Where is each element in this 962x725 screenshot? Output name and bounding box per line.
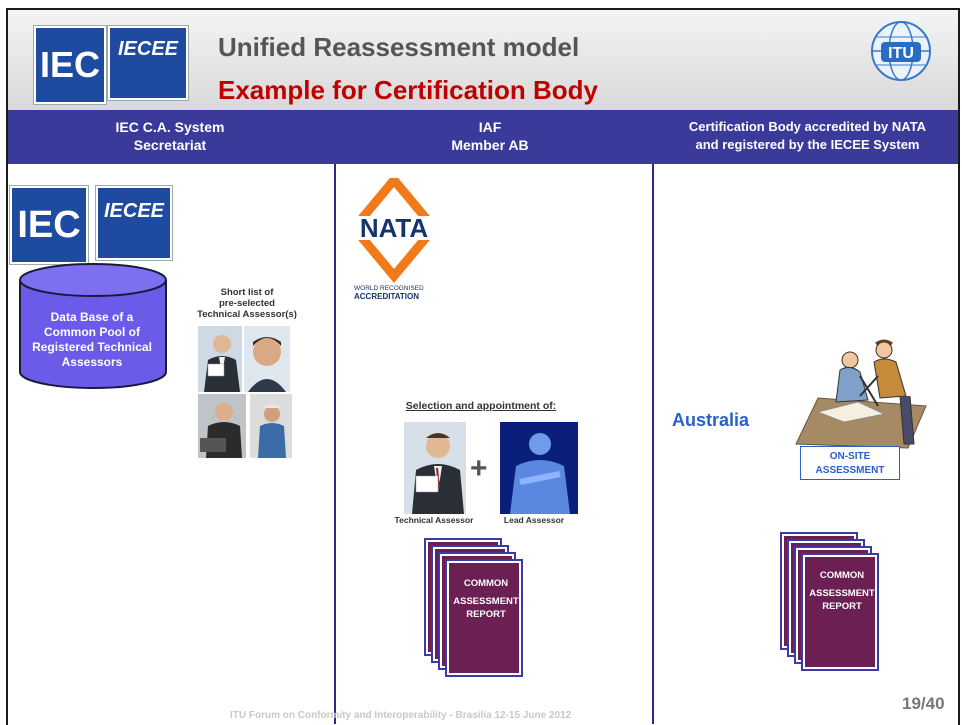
assessor-photo (198, 326, 242, 392)
iecee-logo: IECEE (96, 186, 172, 260)
report-label: COMMON ASSESSMENT REPORT (805, 569, 879, 613)
nata-logo: NATA WORLD RECOGNISED ACCREDITATION (352, 178, 436, 301)
column-header-line: IEC C.A. System (115, 119, 225, 135)
database-cylinder-icon (19, 263, 167, 389)
report-line: COMMON (463, 578, 509, 589)
column-header-line: Certification Body accredited by NATA (688, 119, 927, 134)
plus-sign: + (470, 452, 488, 485)
iec-logo: IEC (10, 186, 88, 264)
column-header-certification-body: Certification Body accredited by NATA an… (655, 118, 960, 154)
report-line: REPORT (822, 601, 862, 612)
iecee-logo-text: IECEE (103, 200, 165, 222)
onsite-line: ON-SITE (829, 451, 871, 462)
lead-assessor-photo (500, 422, 578, 514)
report-card (803, 555, 877, 669)
iecee-logo-text: IECEE (117, 38, 179, 60)
database-line: Common Pool of (44, 325, 140, 339)
report-card (447, 561, 521, 675)
selection-label: Selection and appointment of: (405, 400, 557, 412)
database-label: Data Base of a Common Pool of Registered… (22, 310, 162, 370)
report-line: ASSESSMENT (453, 596, 519, 607)
slide-subtitle: Example for Certification Body (218, 75, 598, 105)
column-header-iaf: IAF Member AB (400, 118, 580, 154)
database-line: Data Base of a (50, 310, 134, 324)
column-header-line: Member AB (451, 137, 529, 153)
onsite-assessment-illustration (795, 339, 927, 449)
nata-accreditation: ACCREDITATION (354, 292, 419, 301)
column-header-secretariat: IEC C.A. System Secretariat (80, 118, 260, 154)
column-header-line: and registered by the IECEE System (695, 137, 920, 152)
technical-assessor-label: Technical Assessor (394, 515, 474, 525)
itu-logo-text: ITU (888, 45, 914, 62)
database-line: Registered Technical (32, 340, 152, 354)
column-header-bar (8, 110, 958, 164)
column-header-line: Secretariat (133, 137, 207, 153)
itu-logo: ITU (871, 21, 931, 81)
nata-text: NATA (360, 213, 429, 243)
iec-logo: IEC (34, 26, 106, 104)
shortlist-line: Short list of (220, 287, 274, 298)
iec-logo-text: IEC (17, 203, 81, 246)
onsite-assessment-box: ON-SITE ASSESSMENT (800, 446, 900, 480)
column-header-line: IAF (478, 119, 502, 135)
assessor-photo (198, 394, 246, 458)
assessor-photo (250, 394, 292, 458)
page-number: 19/40 (902, 694, 945, 713)
footer-text: ITU Forum on Conformity and Interoperabi… (230, 710, 572, 721)
column-divider (652, 164, 654, 724)
nata-world-recognised: WORLD RECOGNISED (354, 285, 424, 292)
report-line: REPORT (466, 609, 506, 620)
slide-frame (6, 8, 960, 725)
report-line: ASSESSMENT (809, 588, 875, 599)
iec-logo-text: IEC (39, 44, 100, 85)
database-line: Assessors (61, 355, 123, 369)
country-label: Australia (672, 410, 750, 430)
technical-assessor-photo (404, 422, 466, 514)
assessor-photo (244, 326, 290, 392)
onsite-line: ASSESSMENT (815, 465, 885, 476)
column-divider (334, 164, 336, 724)
slide-title: Unified Reassessment model (218, 32, 580, 62)
shortlist-line: pre-selected (219, 298, 275, 309)
shortlist-line: Technical Assessor(s) (197, 309, 297, 320)
shortlist-label: Short list of pre-selected Technical Ass… (186, 287, 308, 320)
lead-assessor-label: Lead Assessor (503, 515, 565, 525)
iecee-logo: IECEE (108, 26, 188, 100)
report-line: COMMON (819, 570, 865, 581)
report-label: COMMON ASSESSMENT REPORT (449, 577, 523, 621)
